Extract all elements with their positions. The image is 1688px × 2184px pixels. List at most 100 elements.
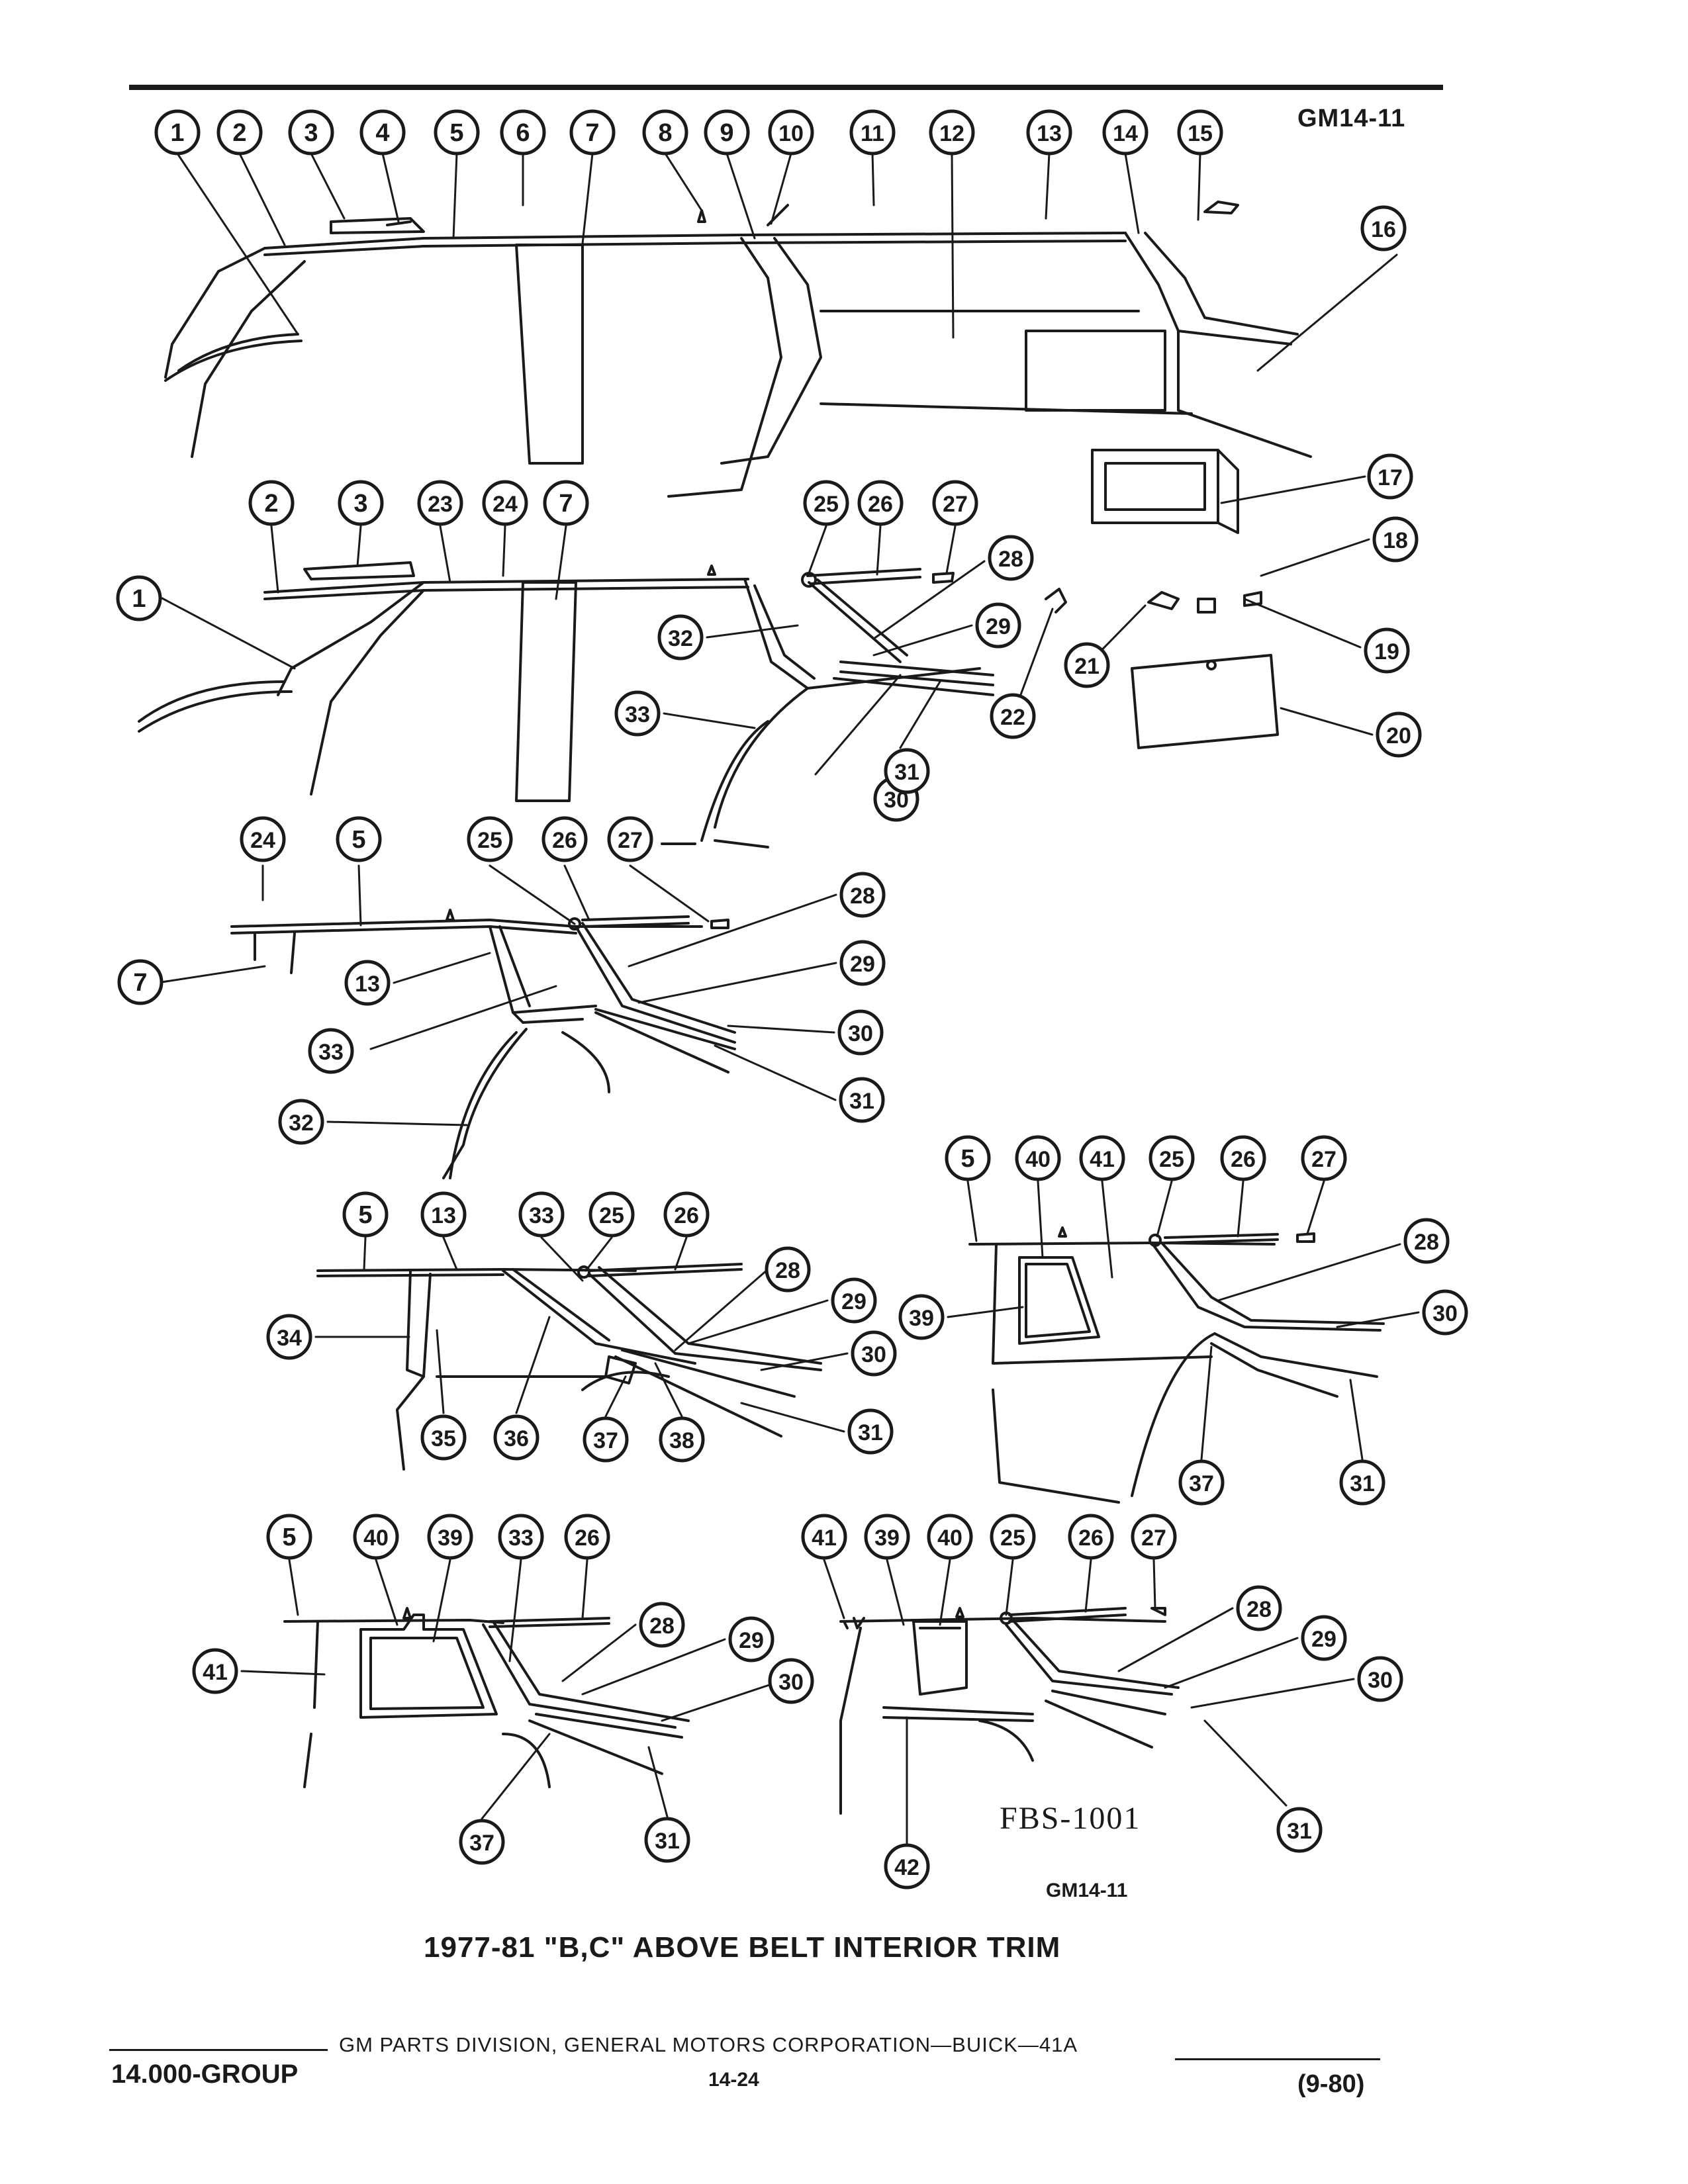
callout-circle [849,109,896,156]
top-rule [129,85,1443,90]
callout-view1-9: 9 [704,109,750,156]
callout-circle [639,1602,685,1648]
view-6-leaders [240,1559,773,1820]
callout-view5-26: 26 [1220,1135,1266,1181]
callout-number: 26 [868,492,893,517]
callout-view3-27: 27 [607,816,653,862]
callout-circle [1403,1218,1450,1264]
callout-number: 40 [363,1525,389,1551]
callout-view3-31: 31 [839,1077,885,1123]
callout-number: 13 [431,1203,456,1228]
callout-number: 7 [559,490,573,518]
callout-view3-32: 32 [278,1099,324,1145]
footer-rule-right [1175,2058,1380,2060]
callout-number: 33 [625,702,650,727]
callout-view1-12: 12 [929,109,975,156]
callout-circle [990,693,1036,739]
callout-view1-6: 6 [500,109,546,156]
header-figure-code: GM14-11 [1297,105,1406,132]
callout-circle [278,1099,324,1145]
callout-view1-8: 8 [642,109,688,156]
callout-view3-7: 7 [117,959,164,1005]
callout-circle [803,480,849,526]
callout-view1-7: 7 [569,109,616,156]
callout-number: 31 [894,760,919,785]
callout-number: 41 [203,1660,228,1685]
callout-view2-2: 2 [248,480,295,526]
callout-circle [336,816,382,862]
callout-view2-3: 3 [338,480,384,526]
callout-view3-24: 24 [240,816,286,862]
callout-circle [929,109,975,156]
callout-circle [839,940,886,986]
footer-rule-left [109,2049,328,2051]
callout-view5-28: 28 [1403,1218,1450,1264]
callout-view6-26: 26 [564,1514,610,1560]
callout-number: 33 [529,1203,554,1228]
callout-circle [427,1514,473,1560]
view-7-leaders [823,1559,1355,1844]
callout-circle [1422,1289,1468,1336]
callout-circle [498,1514,544,1560]
footer-group: 14.000-GROUP [111,2060,299,2089]
callout-number: 28 [998,547,1023,572]
callout-circle [459,1819,505,1865]
callout-circle [1236,1585,1282,1631]
callout-circle [884,1843,930,1889]
callout-view2-28: 28 [988,535,1034,581]
view-1-leaders [176,152,1398,736]
callout-view5-31: 31 [1339,1459,1385,1506]
callout-circle [467,816,513,862]
callout-number: 2 [232,119,246,147]
callout-circle [116,575,162,621]
callout-view3-28: 28 [839,872,886,918]
callout-number: 5 [352,826,365,854]
callout-number: 38 [669,1428,694,1453]
callout-number: 28 [1246,1597,1272,1622]
callout-number: 8 [658,119,672,147]
callout-circle [927,1514,973,1560]
callout-view4-13: 13 [420,1191,467,1238]
callout-view6-37: 37 [459,1819,505,1865]
callout-view4-29: 29 [831,1277,877,1324]
callout-circle [1015,1135,1061,1181]
callout-circle [266,1314,312,1360]
callout-view7-29: 29 [1301,1615,1347,1661]
callout-circle [518,1191,565,1238]
callout-number: 5 [282,1524,296,1551]
callout-circle [338,480,384,526]
callout-circle [663,1191,710,1238]
callout-number: 37 [593,1428,618,1453]
view-4-assembly [316,1263,822,1471]
callout-number: 1 [170,119,184,147]
callout-number: 39 [909,1306,934,1331]
callout-circle [1357,1656,1403,1702]
callout-number: 26 [552,828,577,853]
callout-circle [657,614,704,660]
callout-circle [801,1514,847,1560]
callout-number: 13 [355,972,380,997]
callout-circle [417,480,463,526]
callout-view3-13: 13 [344,960,391,1006]
callout-circle [1364,627,1410,674]
callout-circle [308,1028,354,1074]
callout-number: 32 [289,1111,314,1136]
view-2-leaders [161,525,986,776]
callout-circle [248,480,295,526]
callout-number: 34 [277,1326,302,1351]
callout-number: 3 [353,490,367,518]
callout-circle [1367,453,1413,500]
callout-view7-27: 27 [1131,1514,1177,1560]
callout-view6-41: 41 [192,1648,238,1694]
callout-circle [1220,1135,1266,1181]
callout-circle [614,690,661,737]
callout-view6-5: 5 [266,1514,312,1560]
callout-circle [564,1514,610,1560]
callout-circle [117,959,164,1005]
callout-circle [342,1191,389,1238]
callout-view4-37: 37 [583,1416,629,1463]
callout-view2-27: 27 [932,480,978,526]
view-3-leaders [160,864,837,1126]
callout-circle [704,109,750,156]
callout-number: 40 [1025,1147,1051,1172]
